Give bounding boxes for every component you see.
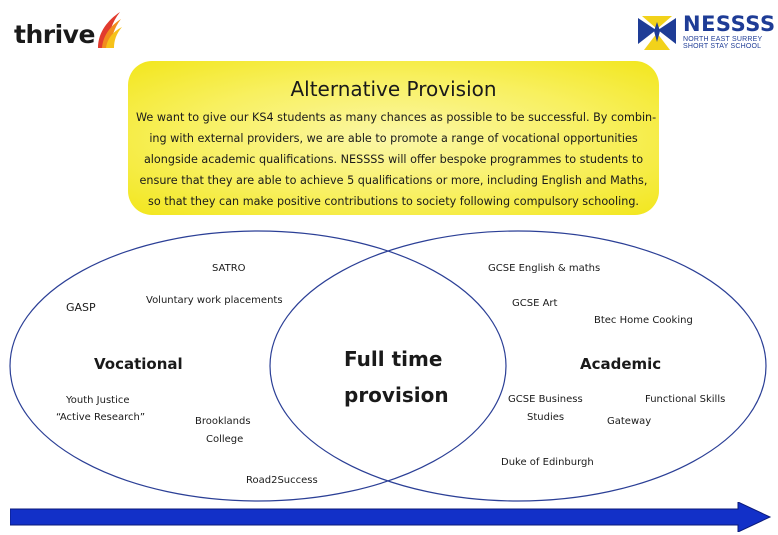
flame-icon	[98, 12, 122, 48]
intro-title: Alternative Provision	[290, 77, 497, 101]
youth-justice-label: Youth Justice	[66, 395, 130, 406]
duke-label: Duke of Edinburgh	[501, 457, 594, 468]
intro-line: ing with external providers, we are able…	[149, 132, 638, 145]
nessss-abbr: NESSSS	[683, 12, 776, 36]
road2success-label: Road2Success	[246, 475, 318, 486]
academic-ellipse	[269, 230, 767, 502]
gcse-art-label: GCSE Art	[512, 298, 558, 309]
gateway-label: Gateway	[607, 416, 652, 427]
gcse-english-label: GCSE English & maths	[488, 263, 601, 274]
functional-skills-label: Functional Skills	[645, 394, 726, 405]
center-title: Full time provision	[344, 341, 449, 413]
vocational-title: Vocational	[94, 355, 183, 373]
gcse-business-label-1: GCSE Business	[508, 394, 583, 405]
satro-label: SATRO	[212, 263, 246, 274]
intro-line: so that they can make positive contribut…	[148, 195, 639, 208]
nessss-subtitle-1: NORTH EAST SURREY	[683, 36, 763, 43]
intro-line: ensure that they are able to achieve 5 q…	[139, 174, 648, 187]
active-research-label: “Active Research”	[56, 412, 146, 423]
brooklands-label-2: College	[206, 434, 244, 445]
nessss-logo: NESSSS NORTH EAST SURREY SHORT STAY SCHO…	[636, 12, 775, 52]
brooklands-label-1: Brooklands	[195, 416, 251, 427]
intro-line: alongside academic qualifications. NESSS…	[143, 153, 644, 166]
btec-label: Btec Home Cooking	[594, 315, 693, 326]
gcse-business-label-2: Studies	[527, 412, 565, 423]
progress-arrow-icon	[10, 502, 772, 532]
intro-line: We want to give our KS4 students as many…	[136, 111, 657, 124]
center-title-line-1: Full time	[344, 347, 443, 371]
intro-box: Alternative Provision We want to give ou…	[128, 61, 659, 215]
nessss-subtitle-2: SHORT STAY SCHOOL	[683, 43, 762, 50]
thrive-logo: thrive	[14, 10, 126, 52]
thrive-logo-text: thrive	[14, 20, 95, 49]
vocational-ellipse	[9, 230, 507, 502]
voluntary-label: Voluntary work placements	[146, 295, 283, 306]
gasp-label: GASP	[66, 301, 96, 314]
center-title-line-2: provision	[344, 383, 449, 407]
nessss-emblem-icon	[638, 16, 676, 50]
intro-body: We want to give our KS4 students as many…	[136, 107, 657, 212]
academic-title: Academic	[580, 355, 662, 373]
